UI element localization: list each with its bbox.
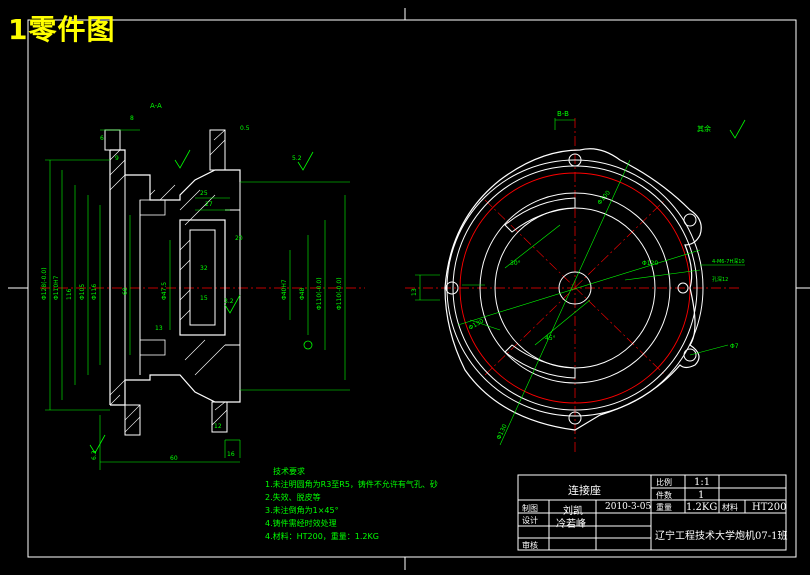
dim-text: Φ7: [730, 343, 739, 350]
dim-text: Φ110(-0.0): [336, 277, 343, 310]
section-view-left: A-A: [40, 102, 365, 470]
dim-text: 9: [115, 155, 119, 162]
drawn-by: 刘凯: [563, 506, 583, 517]
dim-text: 3.2: [224, 298, 234, 305]
material-label: 材料: [722, 503, 738, 512]
dim-text: 60: [170, 455, 178, 462]
tech-item: 2.失效、脱皮等: [265, 493, 321, 502]
check-label: 审核: [522, 541, 538, 550]
weight-label: 重量: [656, 503, 672, 512]
dim-text: Φ100: [596, 189, 612, 206]
school-name: 辽宁工程技术大学炮机07-1班: [655, 531, 788, 542]
dim-text: 32: [200, 265, 208, 272]
dim-text: Φ105: [79, 284, 86, 300]
dim-text: Φ130: [495, 423, 508, 441]
dim-text: 6: [100, 135, 104, 142]
front-view-right: 其余 B-B: [405, 110, 746, 455]
tech-item: 3.未注倒角为1×45°: [265, 506, 339, 515]
dim-text: Φ48: [299, 287, 306, 300]
date: 2010-3-05: [605, 502, 652, 512]
scale-value: 1:1: [694, 477, 711, 488]
design-label: 设计: [522, 516, 538, 525]
dim-text: Φ116: [91, 284, 98, 300]
left-dimension-texts: Φ128(-0.0) Φ110H7 116 Φ105 Φ116 60 Φ47.5…: [41, 115, 343, 462]
dim-text: 5.2: [292, 155, 302, 162]
dim-text: 20: [235, 235, 243, 242]
tech-item: 1.未注明圆角为R3至R5，铸件不允许有气孔、砂: [265, 480, 438, 489]
title-block: [517, 474, 787, 551]
dim-text: 116: [66, 288, 73, 300]
dim-text: 13: [155, 325, 163, 332]
dim-text: 45°: [545, 335, 556, 342]
dim-text: 4-M6-7H深10: [712, 258, 745, 265]
drawn-label: 制图: [522, 504, 538, 513]
tech-requirements: 技术要求 1.未注明圆角为R3至R5，铸件不允许有气孔、砂 2.失效、脱皮等 3…: [265, 465, 438, 543]
drawing-title-badge: 1零件图: [8, 13, 116, 46]
weight-value: 1.2KG: [686, 502, 718, 513]
dim-text: Φ130: [468, 317, 486, 331]
material-value: HT200: [752, 502, 787, 513]
dim-text: Φ110H7: [53, 275, 60, 300]
qty-value: 1: [698, 490, 705, 501]
tech-item: 4.铸件需经时效处理: [265, 519, 337, 528]
dim-text: 16: [227, 451, 235, 458]
dim-text: 15: [200, 295, 208, 302]
dim-text: 0.5: [240, 125, 250, 132]
part-name: 连接座: [568, 484, 601, 497]
section-label-aa: A-A: [150, 102, 162, 110]
dim-text: Φ47.5: [161, 282, 168, 300]
dim-text: Φ40H7: [281, 279, 288, 300]
tech-item: 4.材料：HT200，重量：1.2KG: [265, 532, 379, 541]
dim-text: 8: [130, 115, 134, 122]
dim-text: 12: [214, 423, 222, 430]
designer: 冷若峰: [556, 519, 586, 530]
roughness-note: 其余: [697, 124, 711, 133]
dim-text: 孔深12: [712, 276, 728, 283]
dim-text: Φ120: [642, 260, 658, 267]
dim-text: 30°: [510, 260, 521, 267]
qty-label: 件数: [656, 491, 672, 500]
dim-text: 60: [122, 287, 129, 295]
scale-label: 比例: [656, 478, 672, 487]
section-label-bb: B-B: [557, 110, 569, 118]
dim-text: 6.3: [91, 450, 98, 460]
dim-text: Φ128(-0.0): [41, 267, 48, 300]
tech-title: 技术要求: [273, 467, 305, 476]
dim-text: 27: [205, 201, 213, 208]
dim-text: Φ110(-0.0): [316, 277, 323, 310]
dim-text: 25: [200, 190, 208, 197]
dim-text: 13: [411, 288, 418, 296]
